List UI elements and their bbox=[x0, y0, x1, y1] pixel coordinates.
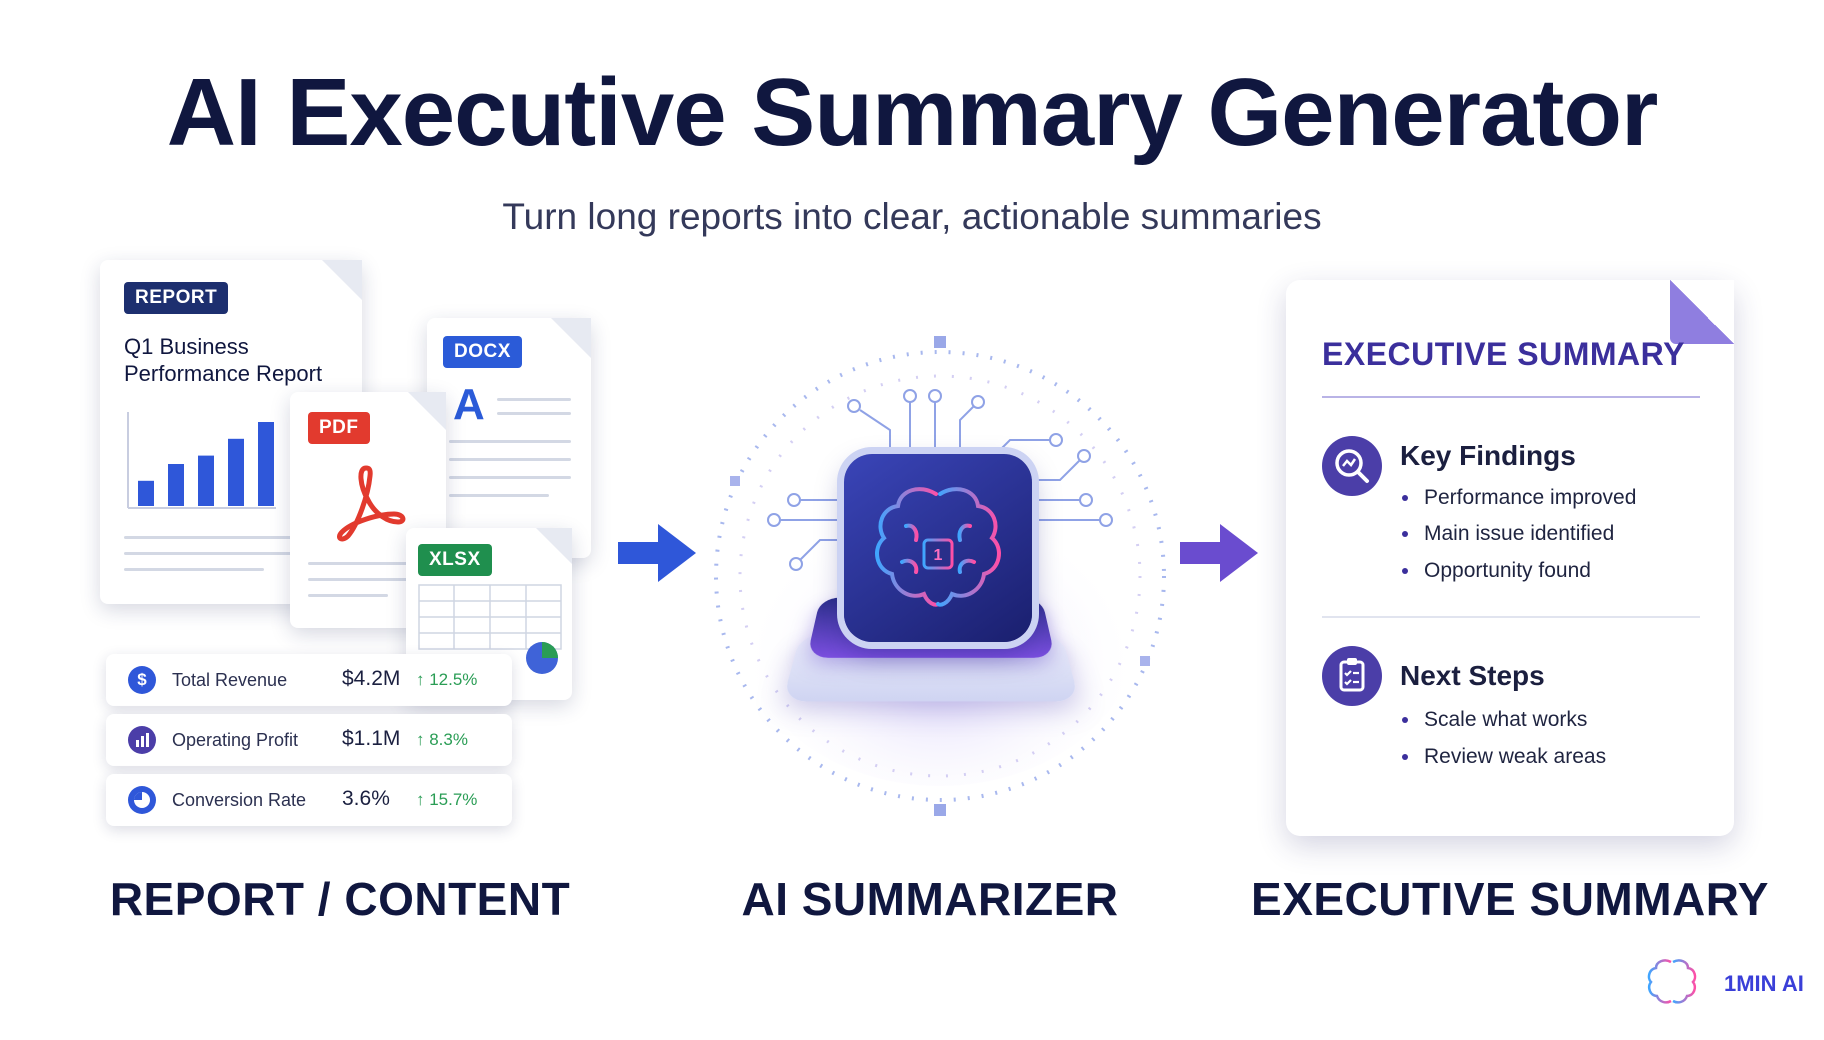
arrow-right-icon bbox=[1180, 524, 1258, 582]
report-title-line1: Q1 Business bbox=[124, 334, 249, 359]
summary-title: EXECUTIVE SUMMARY bbox=[1322, 336, 1685, 372]
chip-number: 1 bbox=[934, 547, 943, 564]
xlsx-tag: XLSX bbox=[418, 544, 492, 576]
docx-letter-icon: A bbox=[453, 380, 485, 429]
metric-card-revenue: $ Total Revenue $4.2M ↑ 12.5% bbox=[106, 654, 512, 706]
executive-summary-card: EXECUTIVE SUMMARY Key Findings Performan… bbox=[1286, 280, 1734, 836]
dollar-icon: $ bbox=[128, 666, 156, 694]
stage-label-output: EXECUTIVE SUMMARY bbox=[1251, 873, 1769, 925]
pdf-acrobat-icon bbox=[337, 465, 406, 542]
metric-change: ↑ 8.3% bbox=[416, 730, 468, 749]
page-subtitle: Turn long reports into clear, actionable… bbox=[502, 196, 1322, 237]
list-item: Review weak areas bbox=[1402, 745, 1606, 769]
metric-value: 3.6% bbox=[342, 787, 390, 810]
divider bbox=[1322, 616, 1700, 618]
list-item: Performance improved bbox=[1402, 486, 1636, 510]
docx-document: DOCX A bbox=[427, 318, 591, 558]
bar-chart-icon bbox=[128, 726, 156, 754]
stage-label-input: REPORT / CONTENT bbox=[109, 873, 571, 925]
search-analytics-icon bbox=[1322, 436, 1382, 496]
arrow-right-icon bbox=[618, 524, 696, 582]
page-title: AI Executive Summary Generator bbox=[166, 59, 1659, 166]
report-bar bbox=[168, 464, 184, 506]
brand-name: 1MIN AI bbox=[1724, 971, 1804, 996]
xlsx-pie-icon bbox=[526, 642, 558, 674]
metric-label: Total Revenue bbox=[172, 670, 288, 690]
list-item: Main issue identified bbox=[1402, 522, 1614, 546]
pie-chart-icon bbox=[128, 786, 156, 814]
ai-chip: 1 bbox=[844, 454, 1032, 642]
circuit-traces bbox=[767, 389, 1113, 571]
clipboard-checklist-icon bbox=[1322, 646, 1382, 706]
stage-label-processor: AI SUMMARIZER bbox=[741, 873, 1119, 925]
metric-value: $1.1M bbox=[342, 727, 401, 750]
brand-brain-logo-icon bbox=[1647, 959, 1697, 1004]
metric-value: $4.2M bbox=[342, 667, 401, 690]
report-bar bbox=[228, 438, 244, 506]
docx-tag: DOCX bbox=[443, 336, 522, 368]
list-item: Opportunity found bbox=[1402, 559, 1591, 583]
list-item: Scale what works bbox=[1402, 708, 1587, 732]
next-steps-heading: Next Steps bbox=[1400, 660, 1545, 691]
report-tag: REPORT bbox=[124, 282, 229, 314]
report-bar bbox=[258, 422, 274, 506]
metric-card-conversion: Conversion Rate 3.6% ↑ 15.7% bbox=[106, 774, 512, 826]
metric-change: ↑ 12.5% bbox=[416, 670, 478, 689]
pdf-tag: PDF bbox=[308, 412, 370, 444]
metric-card-profit: Operating Profit $1.1M ↑ 8.3% bbox=[106, 714, 512, 766]
divider bbox=[1322, 396, 1700, 398]
metric-label: Operating Profit bbox=[172, 730, 299, 750]
report-bar bbox=[198, 455, 214, 506]
metric-label: Conversion Rate bbox=[172, 790, 307, 810]
key-findings-heading: Key Findings bbox=[1400, 440, 1576, 471]
brain-icon: 1 bbox=[875, 487, 1001, 607]
report-title-line2: Performance Report bbox=[124, 361, 323, 386]
metric-change: ↑ 15.7% bbox=[416, 790, 478, 809]
report-bar-chart bbox=[127, 412, 276, 509]
report-bar bbox=[138, 480, 154, 506]
page-fold-shade bbox=[1670, 280, 1734, 344]
spreadsheet-grid bbox=[418, 584, 562, 650]
